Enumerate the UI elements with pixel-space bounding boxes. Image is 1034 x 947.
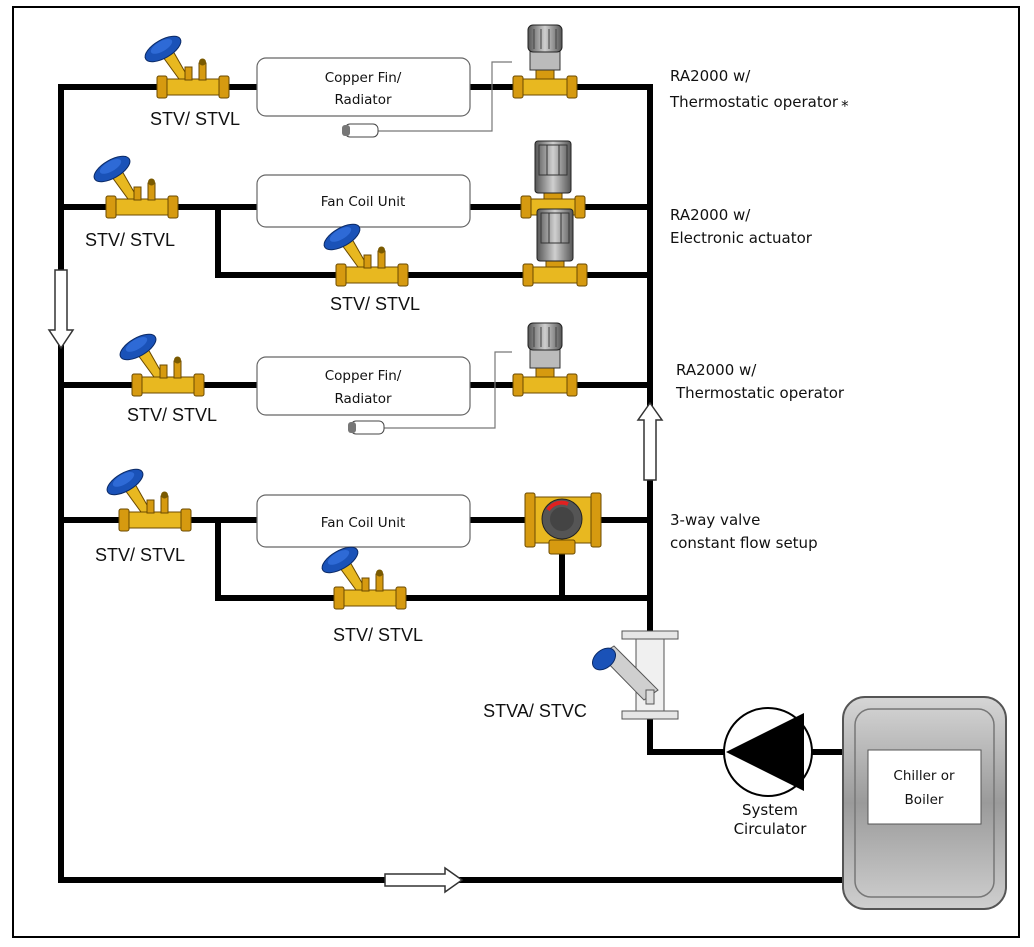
side-label-line2: Thermostatic operator	[669, 93, 839, 111]
pump-icon	[726, 713, 804, 791]
side-label-line2: constant flow setup	[670, 534, 818, 552]
diagram-frame	[12, 6, 1020, 938]
flow-arrows	[47, 269, 664, 894]
valve-label: STV/ STVL	[95, 545, 185, 565]
side-label-4: 3-way valve constant flow setup	[670, 511, 818, 552]
balancing-valve-1: STV/ STVL	[140, 30, 240, 129]
plant-label-line1: Chiller or	[893, 768, 955, 784]
side-label-line1: RA2000 w/	[676, 361, 757, 379]
thermostatic-operator-icon	[512, 322, 578, 397]
unit-copper-fin-radiator-2: Copper Fin/ Radiator	[256, 356, 471, 416]
balancing-valve-3: STV/ STVL	[319, 218, 420, 314]
valve-label: STV/ STVL	[330, 294, 420, 314]
valve-label: STV/ STVL	[127, 405, 217, 425]
electronic-actuator-icon	[520, 140, 586, 219]
handwheel-icon	[591, 647, 617, 671]
unit-copper-fin-radiator-1: Copper Fin/ Radiator	[256, 57, 471, 117]
side-label-1: RA2000 w/ Thermostatic operator*	[669, 67, 849, 115]
electronic-actuator-icon	[522, 208, 588, 287]
flow-arrow-up-icon	[636, 401, 664, 481]
unit-label-line2: Radiator	[334, 391, 392, 407]
chiller-boiler-unit: Chiller or Boiler	[842, 696, 1007, 910]
balancing-valve-4: STV/ STVL	[115, 328, 217, 425]
balancing-valve-6: STV/ STVL	[317, 541, 423, 645]
side-label-line1: 3-way valve	[670, 511, 760, 529]
footnote-mark: *	[841, 97, 849, 115]
side-label-line2: Electronic actuator	[670, 229, 813, 247]
circulator-label-line1: System	[742, 801, 798, 819]
unit-fan-coil-2: Fan Coil Unit	[256, 494, 471, 548]
unit-label-line1: Copper Fin/	[325, 368, 402, 384]
valve-label: STV/ STVL	[150, 109, 240, 129]
valve-label: STV/ STVL	[85, 230, 175, 250]
svg-text:Thermostatic operator*: Thermostatic operator*	[669, 93, 849, 115]
valve-label: STV/ STVL	[333, 625, 423, 645]
unit-label-line2: Radiator	[334, 92, 392, 108]
circulator-label-line2: Circulator	[734, 820, 808, 838]
main-balancing-valve: STVA/ STVC	[483, 630, 679, 721]
thermostatic-operator-icon	[512, 24, 578, 99]
unit-fan-coil-1: Fan Coil Unit	[256, 174, 471, 228]
system-circulator: System Circulator	[723, 707, 813, 838]
balancing-valve-2: STV/ STVL	[85, 150, 179, 250]
side-label-line1: RA2000 w/	[670, 67, 751, 85]
remote-sensor-2	[348, 351, 512, 435]
flow-arrow-right-icon	[384, 866, 464, 894]
flow-arrow-down-icon	[47, 269, 75, 350]
unit-label: Fan Coil Unit	[321, 194, 406, 210]
side-label-2: RA2000 w/ Electronic actuator	[670, 206, 813, 247]
unit-label-line1: Copper Fin/	[325, 70, 402, 86]
three-way-valve-icon	[524, 492, 602, 555]
unit-label: Fan Coil Unit	[321, 515, 406, 531]
balancing-valve-5: STV/ STVL	[95, 463, 192, 565]
side-label-3: RA2000 w/ Thermostatic operator	[675, 361, 845, 402]
remote-sensor-1	[342, 61, 512, 138]
main-valve-label: STVA/ STVC	[483, 701, 587, 721]
plant-label-line2: Boiler	[905, 792, 944, 808]
side-label-line1: RA2000 w/	[670, 206, 751, 224]
side-label-line2: Thermostatic operator	[675, 384, 845, 402]
